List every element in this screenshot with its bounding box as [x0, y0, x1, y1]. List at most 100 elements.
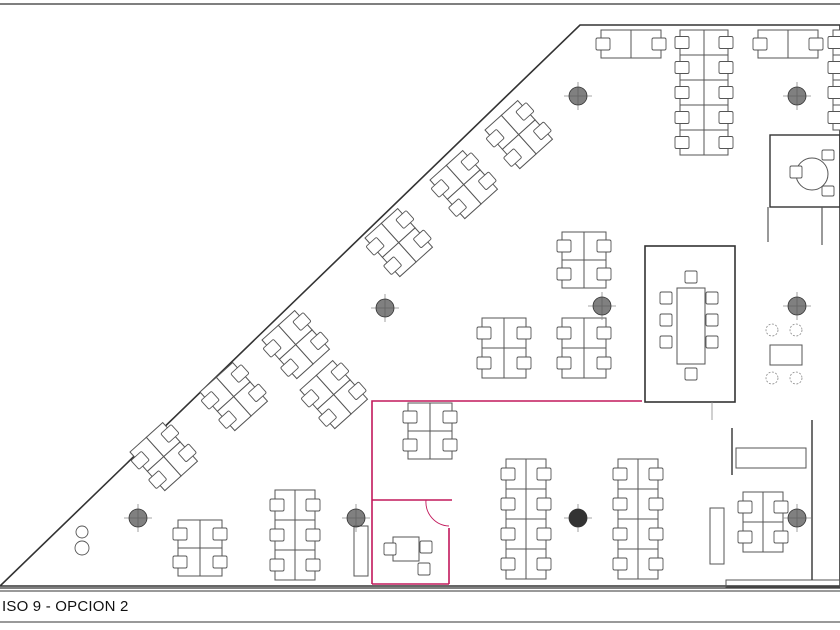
chair-icon: [478, 171, 497, 190]
column-icon: [783, 504, 811, 532]
chair-icon: [172, 555, 188, 569]
chair-icon: [536, 557, 552, 571]
door-swing-icon: [425, 499, 450, 527]
desk-cluster: [612, 458, 664, 580]
service-block: [353, 420, 813, 580]
desk-cluster: [402, 402, 458, 460]
chair-icon: [160, 424, 179, 443]
column-shape: [787, 296, 807, 316]
chair-icon: [348, 381, 367, 400]
chair-icon: [395, 210, 414, 229]
chair-icon: [827, 36, 840, 49]
round-table-icon: [765, 371, 779, 385]
coffee-table: [769, 344, 803, 366]
chair-icon: [595, 37, 611, 51]
chair-icon: [516, 356, 532, 370]
chair-icon: [413, 229, 432, 248]
kitchen-counter: [735, 447, 807, 469]
diagonal-desk-cluster: [429, 149, 499, 220]
storage-cabinet: [709, 507, 725, 565]
desk-cluster: [199, 361, 269, 432]
chair-icon: [674, 36, 690, 49]
chair-icon: [718, 136, 734, 149]
chair-icon: [737, 530, 753, 544]
chair-icon: [402, 410, 418, 424]
column-icon: [783, 292, 811, 320]
chair-icon: [684, 367, 698, 381]
chair-icon: [500, 557, 516, 571]
chair-icon: [556, 326, 572, 340]
chair-icon: [674, 111, 690, 124]
private-office-furniture: [383, 536, 433, 576]
chair-icon: [201, 391, 220, 410]
round-table-icon: [74, 540, 90, 556]
chair-icon: [536, 467, 552, 481]
chair-icon: [752, 37, 768, 51]
desk-cluster: [269, 489, 321, 581]
desk-cluster: [737, 491, 789, 553]
chair-icon: [218, 410, 237, 429]
chair-icon: [556, 239, 572, 253]
plan-title: ISO 9 - OPCION 2: [2, 598, 129, 615]
small-room-walls: [769, 134, 840, 208]
chair-icon: [556, 267, 572, 281]
chair-icon: [737, 500, 753, 514]
chair-icon: [648, 527, 664, 541]
highlighted-office-outline: [371, 400, 642, 585]
diagonal-desk-cluster: [129, 421, 199, 492]
chair-icon: [305, 528, 321, 542]
desk-cluster: [752, 29, 824, 59]
chair-icon: [516, 326, 532, 340]
column-icon: [371, 294, 399, 322]
desk-cluster: [556, 231, 612, 289]
building-outline: [0, 24, 840, 587]
chair-icon: [305, 558, 321, 572]
diagonal-desk-cluster: [299, 359, 369, 430]
chair-icon: [659, 335, 673, 349]
desk: [703, 129, 729, 156]
chair-icon: [648, 497, 664, 511]
chair-icon: [651, 37, 667, 51]
chair-icon: [263, 339, 282, 358]
meeting-room-walls: [644, 245, 736, 403]
small-meeting-room: [767, 134, 840, 245]
desk-cluster: [476, 317, 532, 379]
chair-icon: [417, 562, 431, 576]
desk-cluster: [595, 29, 667, 59]
chair-icon: [827, 61, 840, 74]
column-icon: [564, 504, 592, 532]
chair-icon: [212, 527, 228, 541]
desk-cluster: [172, 519, 228, 577]
chair-icon: [789, 165, 803, 179]
column-icon: [342, 504, 370, 532]
conference-table: [676, 287, 706, 365]
chair-icon: [612, 467, 628, 481]
column-shape: [568, 86, 588, 106]
chair-icon: [131, 451, 150, 470]
desk-cluster: [484, 99, 554, 170]
chair-icon: [536, 497, 552, 511]
walls-layer: [0, 3, 840, 623]
chair-icon: [383, 256, 402, 275]
chair-icon: [500, 527, 516, 541]
round-table-icon: [75, 525, 89, 539]
chair-icon: [269, 558, 285, 572]
chair-icon: [248, 383, 267, 402]
round-table-icon: [765, 323, 779, 337]
column-icon: [564, 82, 592, 110]
column-shape: [568, 508, 588, 528]
chair-icon: [808, 37, 824, 51]
chair-icon: [674, 136, 690, 149]
chair-icon: [366, 237, 385, 256]
chair-icon: [148, 470, 167, 489]
bottom-right-slab: [725, 579, 840, 588]
desk-cluster: [674, 29, 734, 156]
chair-icon: [596, 326, 612, 340]
columns-layer: [124, 82, 811, 532]
chair-icon: [330, 362, 349, 381]
chair-icon: [269, 528, 285, 542]
chair-icon: [718, 36, 734, 49]
chair-icon: [674, 86, 690, 99]
chair-icon: [419, 540, 433, 554]
